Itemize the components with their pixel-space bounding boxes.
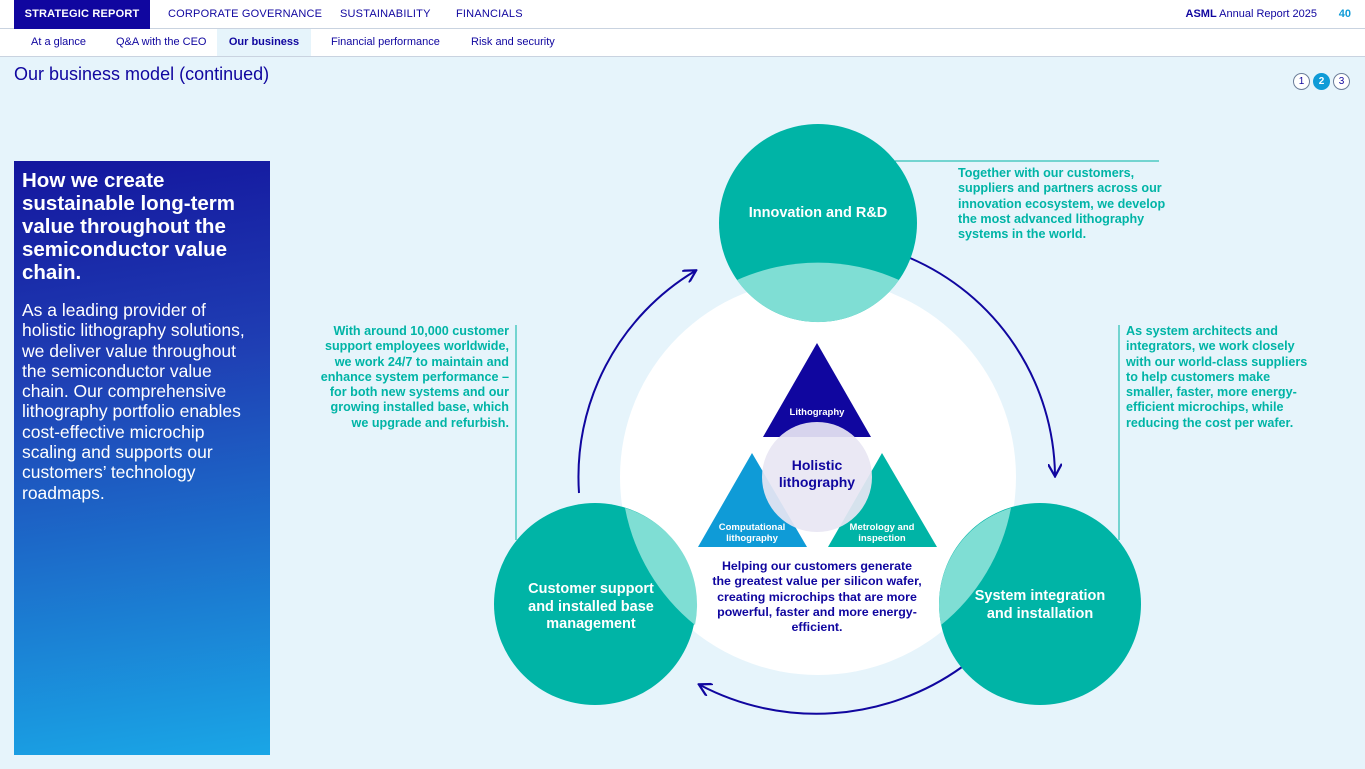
- tab-financials[interactable]: FINANCIALS: [456, 8, 523, 20]
- subtab-at-a-glance[interactable]: At a glance: [31, 36, 87, 48]
- computational-label: Computational lithography: [718, 522, 786, 544]
- arrow-to-innovation: [577, 271, 695, 494]
- metrology-label: Metrology and inspection: [849, 522, 915, 544]
- panel-heading: How we create sustainable long-term valu…: [22, 169, 236, 284]
- subtab-financial-performance[interactable]: Financial performance: [331, 36, 440, 48]
- panel-body: As a leading provider of holistic lithog…: [22, 300, 245, 503]
- page-title: Our business model (continued): [14, 64, 270, 84]
- system-integration-label: System integration and installation: [974, 588, 1106, 622]
- intro-panel: How we create sustainable long-term valu…: [14, 161, 270, 755]
- section-navigation: At a glance Q&A with the CEO Our busines…: [0, 29, 1365, 57]
- arrow-to-customer-support: [700, 666, 963, 715]
- pager-page-2[interactable]: 2: [1313, 73, 1330, 90]
- system-integration-note: As system architects and integrators, we…: [1126, 324, 1308, 430]
- holistic-title: Holistic lithography: [778, 457, 856, 490]
- innovation-overlap: [737, 262, 899, 323]
- customer-overlap: [625, 508, 698, 625]
- subtab-risk-and-security[interactable]: Risk and security: [471, 36, 555, 48]
- customer-support-note: With around 10,000 customer support empl…: [320, 324, 509, 430]
- tab-sustainability[interactable]: SUSTAINABILITY: [340, 8, 431, 20]
- pager-page-1[interactable]: 1: [1293, 73, 1310, 90]
- page-number: 40: [1338, 8, 1351, 20]
- report-name: Annual Report 2025: [1216, 8, 1317, 20]
- lithography-triangle: [763, 343, 871, 437]
- subtab-our-business[interactable]: Our business: [217, 29, 311, 56]
- brand-name: ASML: [1185, 8, 1217, 20]
- innovation-label: Innovation and R&D: [748, 205, 888, 221]
- top-navigation: STRATEGIC REPORT CORPORATE GOVERNANCE SU…: [0, 0, 1365, 29]
- system-overlap: [938, 508, 1011, 625]
- tab-strategic-report[interactable]: STRATEGIC REPORT: [14, 0, 150, 29]
- innovation-note: Together with our customers, suppliers a…: [958, 166, 1166, 242]
- arrow-to-system-integration: [909, 257, 1055, 475]
- customer-support-label: Customer support and installed base mana…: [528, 581, 654, 632]
- holistic-circle: [762, 422, 872, 532]
- tab-corporate-governance[interactable]: CORPORATE GOVERNANCE: [168, 8, 323, 20]
- report-brand: ASML Annual Report 2025: [1186, 0, 1317, 29]
- pager-page-3[interactable]: 3: [1333, 73, 1350, 90]
- subtab-qa-ceo[interactable]: Q&A with the CEO: [116, 36, 207, 48]
- computational-triangle: [698, 453, 807, 547]
- metrology-triangle: [828, 453, 937, 547]
- lithography-label: Lithography: [789, 407, 845, 418]
- holistic-caption: Helping our customers generate the great…: [712, 559, 922, 635]
